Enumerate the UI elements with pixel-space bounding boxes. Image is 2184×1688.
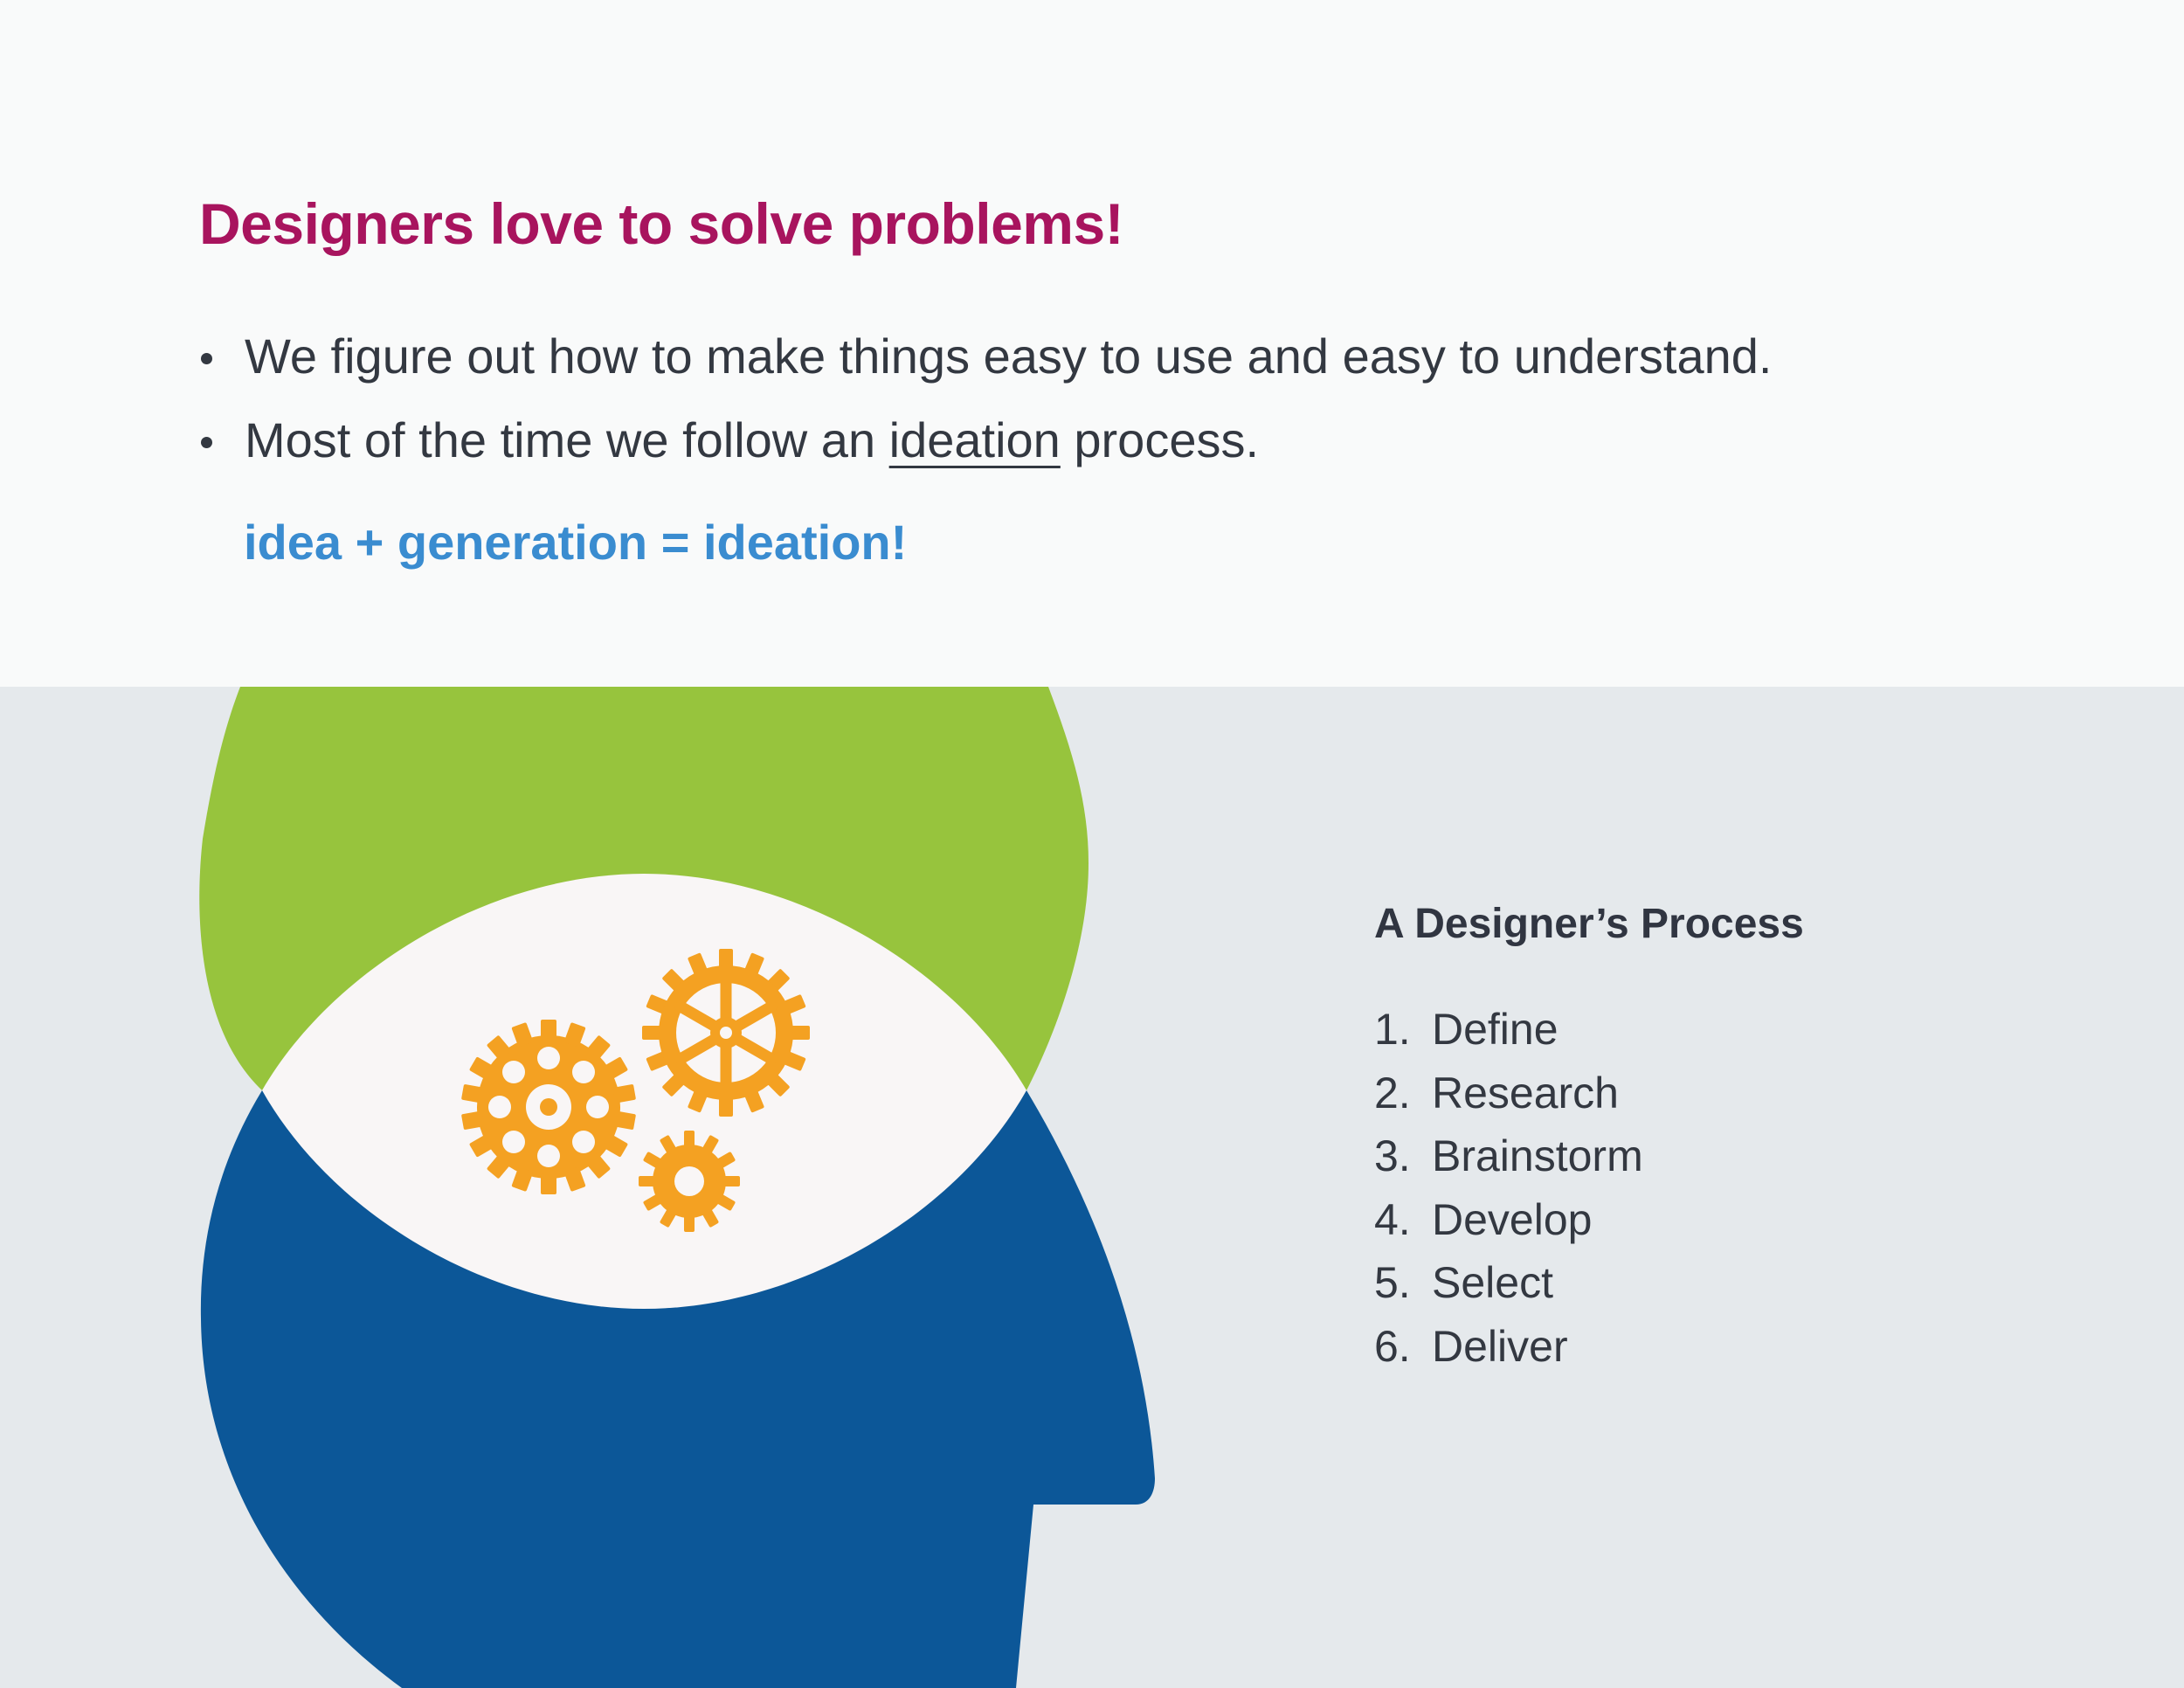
step-number: 4. [1374, 1194, 1411, 1244]
step-number: 6. [1374, 1321, 1411, 1371]
list-item: 1. Define [1374, 998, 1643, 1062]
bullet-text: Most of the time we follow an [245, 412, 876, 467]
ideation-formula: idea + generation = ideation! [244, 515, 908, 570]
step-label: Deliver [1432, 1321, 1568, 1371]
list-item: 4. Develop [1374, 1188, 1643, 1252]
step-number: 3. [1374, 1131, 1411, 1180]
step-number: 5. [1374, 1258, 1411, 1307]
step-label: Research [1432, 1068, 1619, 1117]
list-item: 2. Research [1374, 1062, 1643, 1125]
gear-icon [639, 1131, 740, 1232]
bullet-item: We figure out how to make things easy to… [199, 315, 1772, 398]
step-number: 2. [1374, 1068, 1411, 1117]
page-title: Designers love to solve problems! [199, 191, 1124, 256]
step-label: Select [1432, 1258, 1553, 1307]
gear-icon [642, 949, 810, 1117]
bullet-list: We figure out how to make things easy to… [199, 315, 1772, 482]
brain-area [262, 874, 1026, 1309]
list-item: 3. Brainstorm [1374, 1124, 1643, 1188]
step-label: Develop [1432, 1194, 1593, 1244]
bullet-item: Most of the time we follow an ideation p… [199, 398, 1772, 482]
intro-panel [0, 0, 2184, 687]
gear-icon [461, 1020, 636, 1194]
bullet-text: We figure out how to make things easy to… [245, 329, 1773, 384]
process-title: A Designer’s Process [1374, 901, 1804, 947]
step-number: 1. [1374, 1005, 1411, 1054]
bullet-text: process. [1074, 412, 1260, 467]
ideation-term: ideation [888, 412, 1061, 467]
step-label: Define [1432, 1005, 1559, 1054]
step-label: Brainstorm [1432, 1131, 1643, 1180]
list-item: 5. Select [1374, 1251, 1643, 1315]
process-steps-list: 1. Define 2. Research 3. Brainstorm 4. Devel… [1374, 998, 1643, 1378]
list-item: 6. Deliver [1374, 1315, 1643, 1379]
